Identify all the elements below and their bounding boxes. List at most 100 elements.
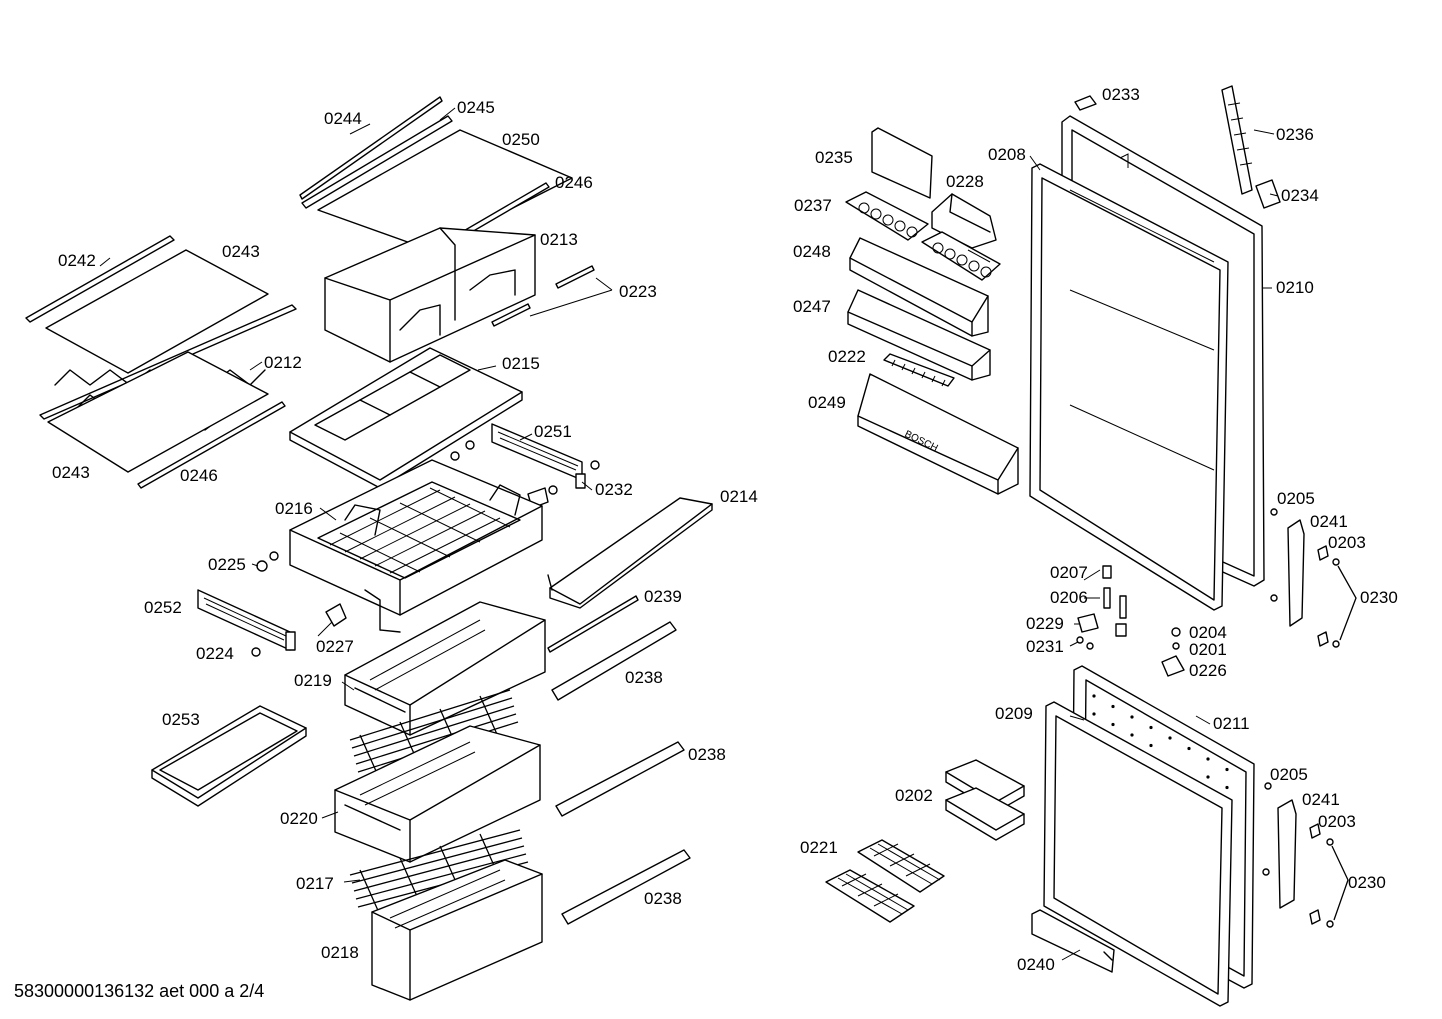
- gasket-0208: [1029, 163, 1229, 611]
- label-0202: 0202: [895, 786, 933, 805]
- footer-code: 58300000136132 aet 000 a 2/4: [14, 981, 264, 1001]
- label-0226: 0226: [1189, 661, 1227, 680]
- rail-0252: [197, 589, 296, 651]
- label-0246: 0246: [555, 173, 593, 192]
- label-0240: 0240: [1017, 955, 1055, 974]
- label-0230: 0230: [1348, 873, 1386, 892]
- label-0220: 0220: [280, 809, 318, 828]
- label-0238: 0238: [688, 745, 726, 764]
- trim-strip-0244: [299, 96, 453, 209]
- label-0217: 0217: [296, 874, 334, 893]
- label-0207: 0207: [1050, 563, 1088, 582]
- label-0243: 0243: [222, 242, 260, 261]
- label-0241: 0241: [1310, 512, 1348, 531]
- label-0242: 0242: [58, 251, 96, 270]
- rail-0238-c: [561, 849, 691, 925]
- wire-rack-upper: [349, 689, 519, 781]
- label-0251: 0251: [534, 422, 572, 441]
- tray-0253: [151, 705, 307, 807]
- label-0209: 0209: [995, 704, 1033, 723]
- drawer-tray-0216: [289, 459, 543, 633]
- hardware-0207: [1102, 565, 1112, 579]
- egg-tray-second: [921, 231, 1001, 281]
- ice-pack-0202: [945, 759, 1025, 841]
- label-0201: 0201: [1189, 640, 1227, 659]
- label-0250: 0250: [502, 130, 540, 149]
- strip-0239: [547, 595, 639, 653]
- label-0233: 0233: [1102, 85, 1140, 104]
- label-0225: 0225: [208, 555, 246, 574]
- label-0215: 0215: [502, 354, 540, 373]
- label-0214: 0214: [720, 487, 758, 506]
- label-0249: 0249: [808, 393, 846, 412]
- gasket-0209: [1043, 701, 1233, 1007]
- hinge-0236: [1221, 85, 1253, 195]
- label-0223: 0223: [619, 282, 657, 301]
- label-0234: 0234: [1281, 186, 1319, 205]
- label-0206: 0206: [1050, 588, 1088, 607]
- label-0246: 0246: [180, 466, 218, 485]
- label-0224: 0224: [196, 644, 234, 663]
- label-0232: 0232: [595, 480, 633, 499]
- label-0205: 0205: [1270, 765, 1308, 784]
- label-0238: 0238: [625, 668, 663, 687]
- hardware-0226: [1161, 655, 1185, 677]
- label-0230: 0230: [1360, 588, 1398, 607]
- leader-lines: [99, 107, 1279, 961]
- trim-strip-0242: [25, 235, 175, 323]
- label-0204: 0204: [1189, 623, 1227, 642]
- label-0238: 0238: [644, 889, 682, 908]
- part-labels: 0244 0245 0250 0246 0213 0242 0243 0223 …: [52, 85, 1398, 974]
- label-0248: 0248: [793, 242, 831, 261]
- label-0213: 0213: [540, 230, 578, 249]
- drawer-0220: [334, 725, 541, 863]
- shelf-0214: [547, 497, 713, 609]
- drawer-0219: [344, 601, 546, 736]
- label-0252: 0252: [144, 598, 182, 617]
- label-0210: 0210: [1276, 278, 1314, 297]
- label-0244: 0244: [324, 109, 362, 128]
- strip-0223: [491, 265, 613, 327]
- label-0221: 0221: [800, 838, 838, 857]
- butter-dish-0228: [931, 193, 997, 249]
- label-0222: 0222: [828, 347, 866, 366]
- guard-0235: [871, 127, 933, 199]
- label-0227: 0227: [316, 637, 354, 656]
- glass-shelf-0250: [317, 129, 573, 251]
- crisper-frame-0215: [289, 347, 523, 489]
- label-0236: 0236: [1276, 125, 1314, 144]
- label-0212: 0212: [264, 353, 302, 372]
- label-0231: 0231: [1026, 637, 1064, 656]
- label-0205: 0205: [1277, 489, 1315, 508]
- glass-shelf-0243-lower: [47, 351, 269, 473]
- handle-set-upper: [1270, 508, 1357, 648]
- strip-0222: [883, 353, 955, 387]
- label-0243: 0243: [52, 463, 90, 482]
- label-0235: 0235: [815, 148, 853, 167]
- label-0203: 0203: [1328, 533, 1366, 552]
- label-0237: 0237: [794, 196, 832, 215]
- label-0253: 0253: [162, 710, 200, 729]
- label-0241: 0241: [1302, 790, 1340, 809]
- hardware-0231: [1076, 636, 1094, 650]
- label-0208: 0208: [988, 145, 1026, 164]
- label-0229: 0229: [1026, 614, 1064, 633]
- label-0247: 0247: [793, 297, 831, 316]
- door-bin-0247: [847, 289, 991, 381]
- label-0216: 0216: [275, 499, 313, 518]
- hardware-0204-0201: [1171, 627, 1181, 650]
- hardware-0206: [1103, 587, 1127, 637]
- hinge-cover-0233: [1074, 95, 1097, 111]
- label-0245: 0245: [457, 98, 495, 117]
- ice-tray-0221: [825, 839, 945, 923]
- label-0228: 0228: [946, 172, 984, 191]
- cap-0234: [1255, 179, 1281, 209]
- cover-strip-0240: [1031, 909, 1115, 973]
- egg-tray-0237: [845, 191, 929, 241]
- wire-rack-0217: [349, 829, 529, 916]
- rail-0251: [450, 423, 600, 489]
- glass-shelf-0243-upper: [45, 249, 269, 374]
- label-0203: 0203: [1318, 812, 1356, 831]
- trim-strip-0246-lower: [137, 401, 286, 489]
